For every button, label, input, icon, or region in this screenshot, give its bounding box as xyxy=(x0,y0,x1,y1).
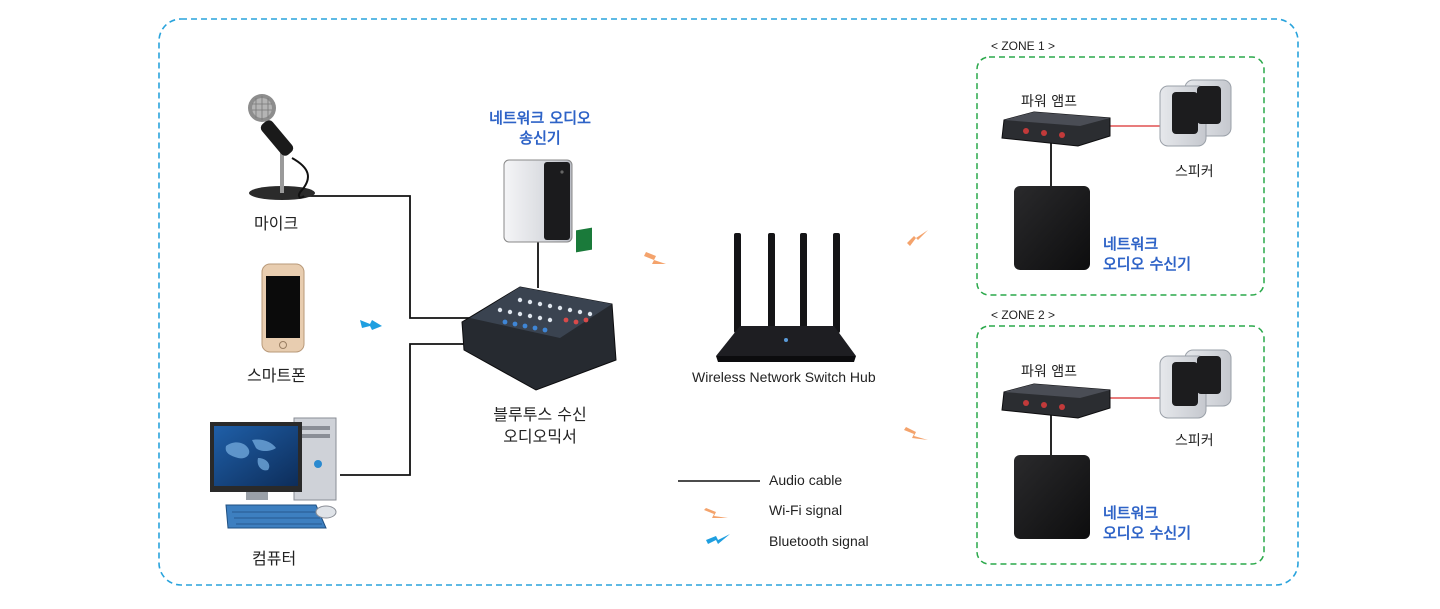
legend-bluetooth-mark xyxy=(706,534,730,544)
zone-1-box xyxy=(976,56,1265,296)
zone-2-receiver-line-1: 네트워크 xyxy=(1103,504,1159,522)
legend-bluetooth-label: Bluetooth signal xyxy=(769,533,869,549)
zone-1-title: < ZONE 1 > xyxy=(991,39,1056,53)
audio-cables xyxy=(300,140,1052,476)
transmitter-label: 네트워크 오디오 송신기 xyxy=(470,108,610,148)
transmitter-device-icon xyxy=(503,159,573,243)
transmitter-label-line-1: 네트워크 오디오 xyxy=(489,109,591,127)
zone-1-amp-label: 파워 앰프 xyxy=(1021,94,1077,110)
zone-1-speaker-label: 스피커 xyxy=(1175,164,1214,180)
zone-1-speaker-icon xyxy=(1159,79,1232,147)
zone-1-receiver-line-2: 오디오 수신기 xyxy=(1103,255,1192,273)
zone-2-receiver-icon xyxy=(1014,455,1090,539)
legend-wifi-mark xyxy=(704,508,728,518)
zone-1-receiver-line-1: 네트워크 xyxy=(1103,235,1159,253)
zone-2-receiver-label: 네트워크 오디오 수신기 xyxy=(1103,503,1191,543)
zone-2-speaker-label: 스피커 xyxy=(1175,433,1214,449)
mixer-label: 블루투스 수신 오디오믹서 xyxy=(470,404,610,448)
legend-wifi-label: Wi-Fi signal xyxy=(769,502,843,518)
microphone-icon xyxy=(248,94,315,200)
computer-label: 컴퓨터 xyxy=(252,549,297,568)
hub-label: Wireless Network Switch Hub xyxy=(692,369,876,385)
zone-2-amp-icon xyxy=(1001,383,1111,419)
system-boundary xyxy=(158,18,1299,586)
legend-audio-cable-label: Audio cable xyxy=(769,472,843,488)
bluetooth-signal-icon xyxy=(360,320,382,330)
zone-1-receiver-label: 네트워크 오디오 수신기 xyxy=(1103,234,1191,274)
zone-2-amp-label: 파워 앰프 xyxy=(1021,364,1077,380)
zone-1-receiver-icon xyxy=(1014,186,1090,270)
router-icon xyxy=(716,233,856,362)
smartphone-icon xyxy=(261,263,305,353)
zone-1-amp-icon xyxy=(1001,111,1111,147)
smartphone-label: 스마트폰 xyxy=(247,366,306,385)
mixer-label-line-1: 블루투스 수신 xyxy=(493,405,587,424)
zone-2-title: < ZONE 2 > xyxy=(991,308,1056,322)
mixer-label-line-2: 오디오믹서 xyxy=(503,427,577,446)
wifi-signal-icon xyxy=(644,230,928,440)
mixer-device-icon xyxy=(461,227,617,391)
computer-icon xyxy=(210,417,337,529)
zone-2-box xyxy=(976,325,1265,565)
microphone-label: 마이크 xyxy=(254,214,299,233)
zone-2-speaker-icon xyxy=(1159,349,1232,419)
zone-2-receiver-line-2: 오디오 수신기 xyxy=(1103,524,1192,542)
transmitter-label-line-2: 송신기 xyxy=(519,129,561,147)
